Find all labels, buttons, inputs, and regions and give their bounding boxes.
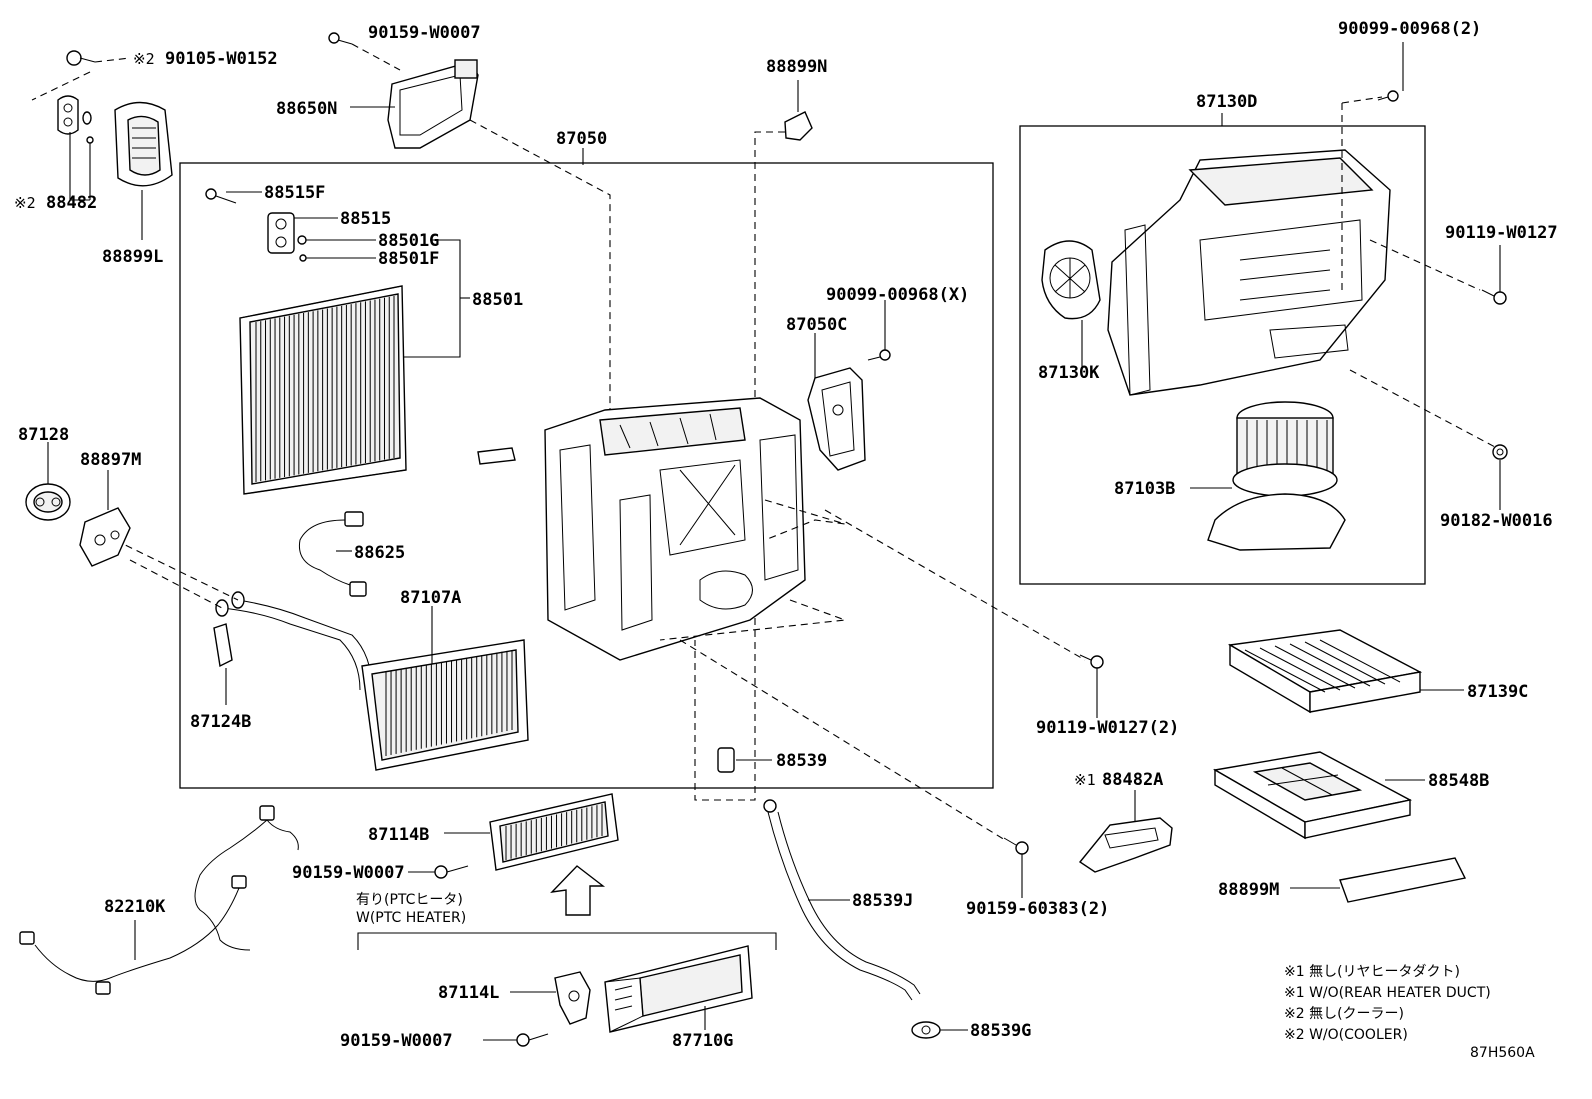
label-88501g: 88501G	[378, 231, 439, 251]
screw-90099-2-icon	[1377, 42, 1404, 102]
up-arrow-icon	[550, 865, 606, 916]
screw-90159-mid-icon	[408, 865, 469, 879]
label-88482: 88482	[46, 193, 97, 213]
clip-88899n-icon	[784, 80, 813, 141]
label-87710g: 87710G	[672, 1031, 733, 1051]
label-82210k: 82210K	[104, 897, 166, 917]
label-87114b: 87114B	[368, 825, 429, 845]
footnote-2-jp: ※2 無し(クーラー)	[1284, 1006, 1404, 1022]
label-90105-w0152: 90105-W0152	[165, 49, 278, 69]
label-90099-00968-x: 90099-00968(X)	[826, 285, 969, 305]
screw-90159-bot-icon	[483, 1033, 549, 1047]
bracket-87124b-icon	[213, 623, 233, 705]
air-filter-87139c-icon	[1227, 629, 1464, 714]
ptc-core-87710g-icon	[604, 945, 753, 1033]
plug-88539g-icon	[911, 1021, 968, 1039]
footnote-1-en: ※1 W/O(REAR HEATER DUCT)	[1284, 985, 1491, 1001]
ref-mark-2b: ※2	[14, 194, 36, 212]
screw-90099-x-icon	[867, 300, 891, 361]
label-90119-w0127-2: 90119-W0127(2)	[1036, 718, 1179, 738]
label-90159-w0007-mid: 90159-W0007	[292, 863, 405, 883]
label-88897m: 88897M	[80, 450, 141, 470]
label-87139c: 87139C	[1467, 682, 1528, 702]
duct-88482a-icon	[1078, 790, 1173, 873]
label-88515: 88515	[340, 209, 391, 229]
screw-90119-icon	[1481, 245, 1507, 305]
bolt-88515f-icon	[205, 188, 262, 204]
label-87050c: 87050C	[786, 315, 847, 335]
label-88515f: 88515F	[264, 183, 325, 203]
label-87124b: 87124B	[190, 712, 251, 732]
label-87114l: 87114L	[438, 983, 499, 1003]
label-88482a: 88482A	[1102, 770, 1163, 790]
heater-core-87107a-icon	[215, 591, 529, 771]
label-87130k: 87130K	[1038, 363, 1100, 383]
diagram-code: 87H560A	[1470, 1045, 1535, 1061]
strip-88899m-icon	[1290, 857, 1467, 903]
label-88899l: 88899L	[102, 247, 163, 267]
grommet-87128-icon	[25, 442, 71, 521]
harness-82210k-icon	[19, 805, 299, 995]
seal-88899l-icon	[114, 101, 173, 240]
cap-88539-icon	[717, 747, 772, 773]
ref-mark-2a: ※2	[133, 50, 155, 68]
label-88539g: 88539G	[970, 1021, 1031, 1041]
drain-hose-88539j-icon	[763, 799, 921, 1001]
evaporator-88501-icon	[239, 285, 407, 495]
ptc-note-en: W(PTC HEATER)	[356, 910, 466, 926]
cover-87130k-icon	[1041, 240, 1101, 368]
label-90159-w0007-bot: 90159-W0007	[340, 1031, 453, 1051]
bracket-88650n-icon	[328, 32, 479, 149]
plate-88897m-icon	[79, 470, 131, 567]
hvac-housing-87050-icon	[477, 148, 806, 661]
label-90182-w0016: 90182-W0016	[1440, 511, 1553, 531]
screw-90159-60383-icon	[1003, 837, 1029, 898]
actuator-87050c-icon	[807, 333, 866, 471]
label-88625: 88625	[354, 543, 405, 563]
bracket-87114l-icon	[510, 971, 591, 1025]
label-88539: 88539	[776, 751, 827, 771]
label-90159-w0007-top: 90159-W0007	[368, 23, 481, 43]
footnote-1-jp: ※1 無し(リヤヒータダクト)	[1284, 964, 1460, 980]
o-ring-88501f-icon	[299, 254, 376, 262]
label-90119-w0127: 90119-W0127	[1445, 223, 1558, 243]
label-88539j: 88539J	[852, 891, 913, 911]
label-88650n: 88650N	[276, 99, 337, 119]
expansion-valve-88515-icon	[267, 212, 338, 254]
blower-motor-87103b-icon	[1190, 401, 1346, 551]
valve-88482-icon	[57, 95, 94, 201]
label-88501f: 88501F	[378, 249, 439, 269]
ptc-heater-87114b-icon	[444, 793, 619, 871]
label-88899m: 88899M	[1218, 880, 1279, 900]
clip-90105-icon	[66, 50, 96, 66]
screw-90119-2-icon	[1079, 654, 1104, 718]
label-88548b: 88548B	[1428, 771, 1489, 791]
ptc-note-jp: 有り(PTCヒータ)	[356, 892, 463, 908]
label-87050: 87050	[556, 129, 607, 149]
blower-case-87130d-icon	[1107, 113, 1391, 396]
label-90099-00968-2: 90099-00968(2)	[1338, 19, 1481, 39]
main-unit-box	[179, 162, 994, 789]
ref-mark-1: ※1	[1074, 771, 1096, 789]
label-87103b: 87103B	[1114, 479, 1175, 499]
nut-90182-icon	[1492, 444, 1508, 510]
label-87130d: 87130D	[1196, 92, 1257, 112]
label-87107a: 87107A	[400, 588, 461, 608]
filter-case-88548b-icon	[1212, 751, 1425, 840]
o-ring-88501g-icon	[297, 235, 376, 245]
label-87128: 87128	[18, 425, 69, 445]
sensor-88625-icon	[298, 511, 367, 597]
label-88899n: 88899N	[766, 57, 827, 77]
label-90159-60383-2: 90159-60383(2)	[966, 899, 1109, 919]
label-88501: 88501	[472, 290, 523, 310]
footnote-2-en: ※2 W/O(COOLER)	[1284, 1027, 1408, 1043]
